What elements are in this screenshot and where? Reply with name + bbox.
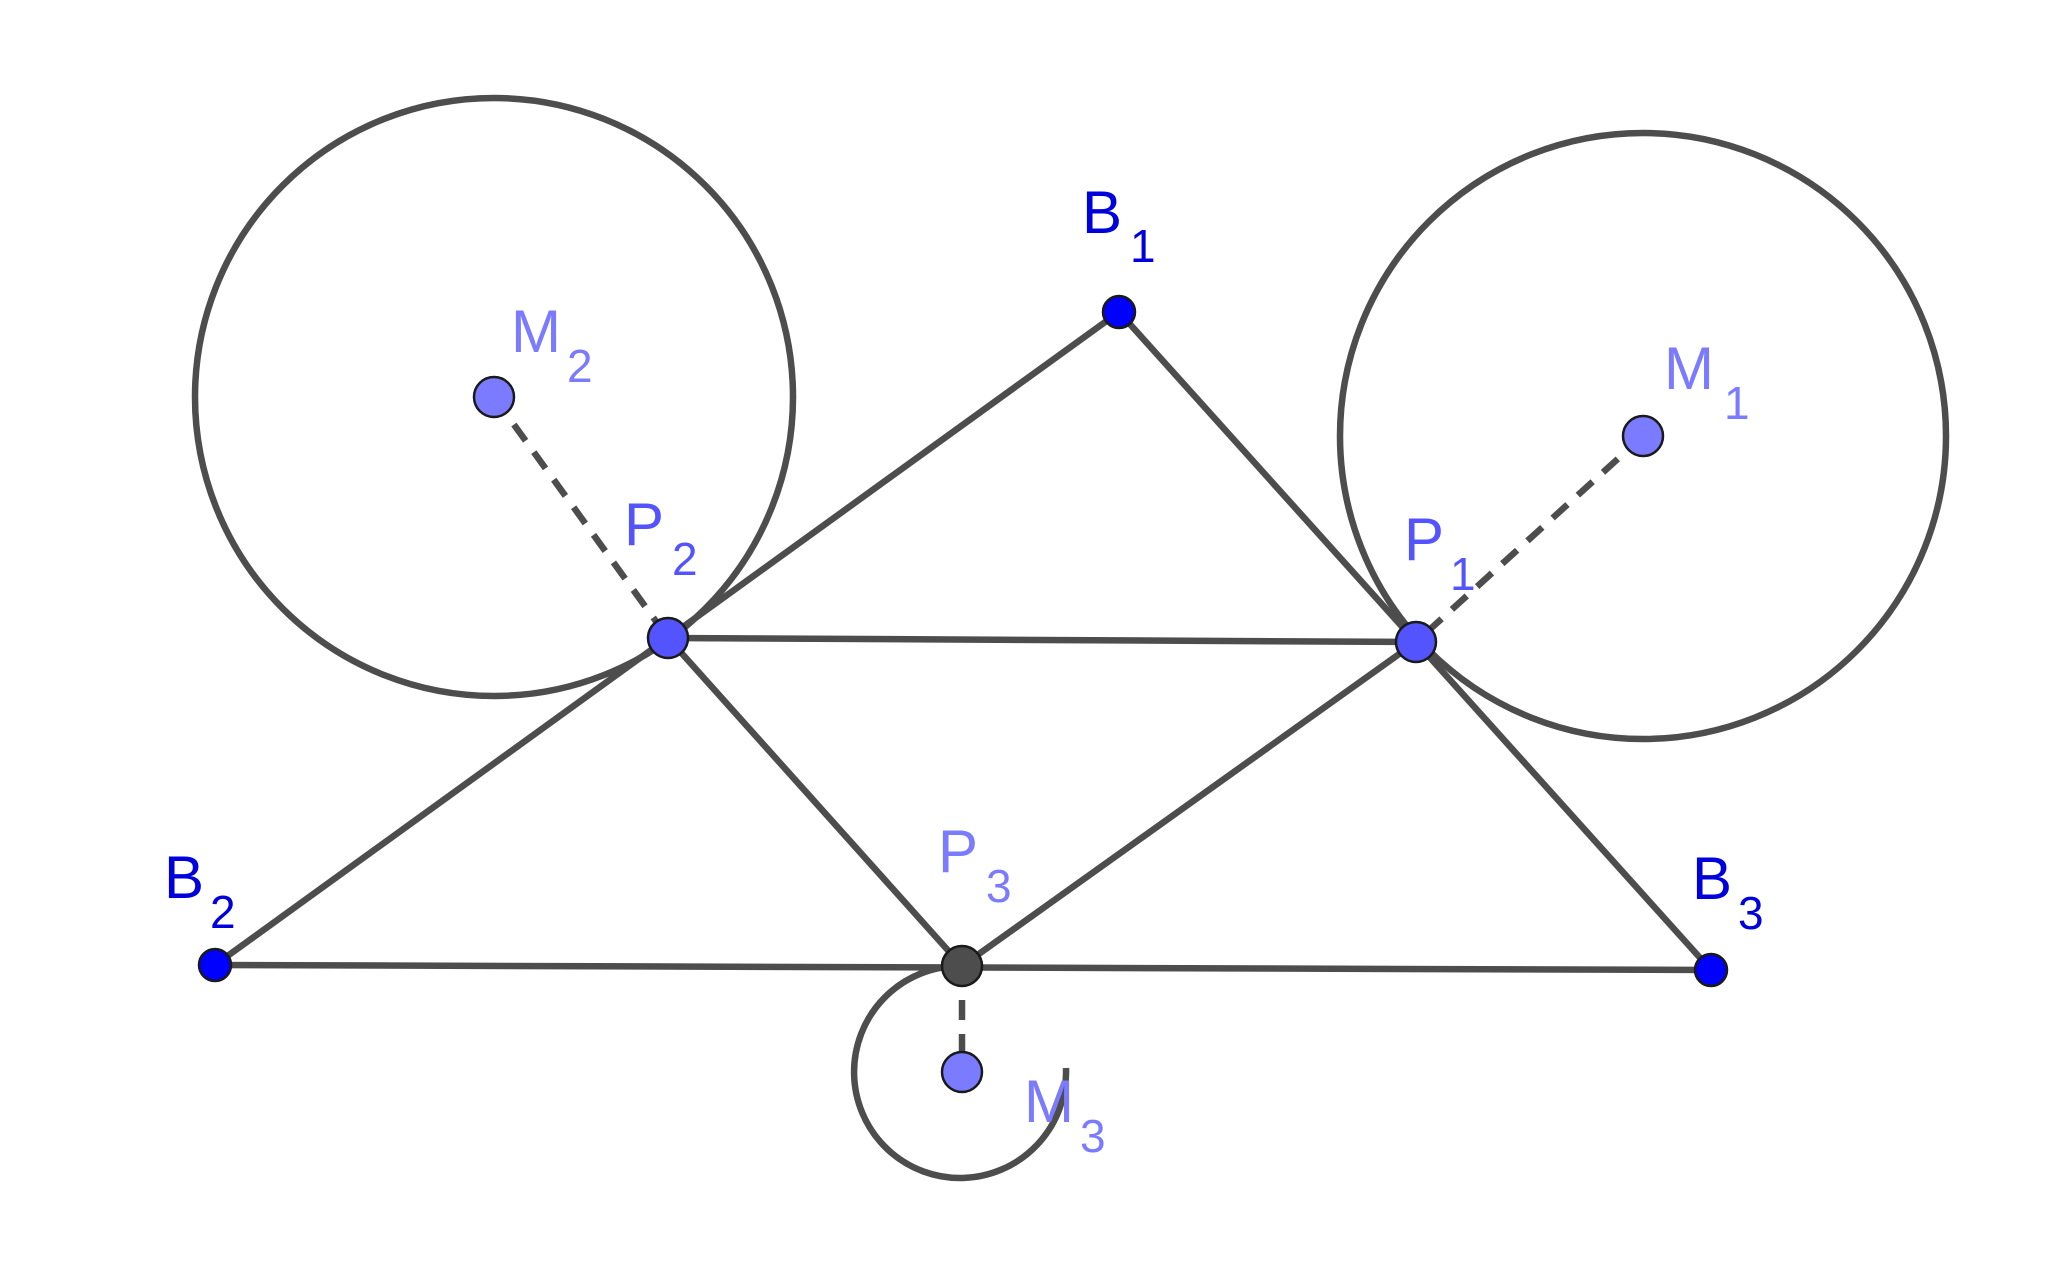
svg-text:1: 1 [1724, 377, 1750, 429]
svg-text:2: 2 [567, 340, 593, 392]
svg-text:1: 1 [1130, 220, 1156, 272]
svg-text:1: 1 [1450, 548, 1476, 600]
svg-text:B: B [1082, 179, 1122, 246]
svg-text:M: M [1024, 1068, 1074, 1135]
point-p3[interactable] [940, 944, 984, 988]
point-b3[interactable] [1693, 952, 1729, 988]
label-p3: P 3 [938, 818, 1012, 912]
point-p1[interactable] [1394, 620, 1438, 664]
label-p2: P 2 [624, 491, 698, 585]
label-m1: M 1 [1664, 335, 1750, 429]
svg-text:2: 2 [672, 533, 698, 585]
svg-text:2: 2 [210, 886, 236, 938]
svg-text:B: B [1692, 845, 1732, 912]
circle-m1 [1336, 129, 1950, 743]
point-p2[interactable] [646, 616, 690, 660]
segment-p1-p3 [958, 638, 1420, 970]
svg-text:P: P [1404, 506, 1444, 573]
radius-m2-p2 [491, 395, 671, 640]
label-p1: P 1 [1404, 506, 1476, 600]
label-m3: M 3 [1024, 1068, 1106, 1162]
svg-text:B: B [164, 844, 204, 911]
svg-text:3: 3 [986, 860, 1012, 912]
circle-m3 [850, 962, 1070, 1182]
circle-m2 [191, 94, 797, 700]
segment-p2-p1 [664, 634, 1420, 646]
point-b2[interactable] [197, 947, 233, 983]
label-b2: B 2 [164, 844, 236, 938]
point-m1[interactable] [1621, 414, 1665, 458]
svg-text:M: M [511, 298, 561, 365]
point-m2[interactable] [472, 375, 516, 419]
label-b1: B 1 [1082, 179, 1156, 272]
label-b3: B 3 [1692, 845, 1764, 939]
svg-text:P: P [938, 818, 978, 885]
svg-text:M: M [1664, 335, 1714, 402]
label-m2: M 2 [511, 298, 593, 392]
svg-text:3: 3 [1738, 887, 1764, 939]
point-m3[interactable] [940, 1050, 984, 1094]
point-b1[interactable] [1101, 294, 1137, 330]
svg-text:P: P [624, 491, 664, 558]
svg-text:3: 3 [1080, 1110, 1106, 1162]
radius-m1-p1 [1413, 433, 1646, 645]
segment-p2-p3 [664, 634, 966, 970]
